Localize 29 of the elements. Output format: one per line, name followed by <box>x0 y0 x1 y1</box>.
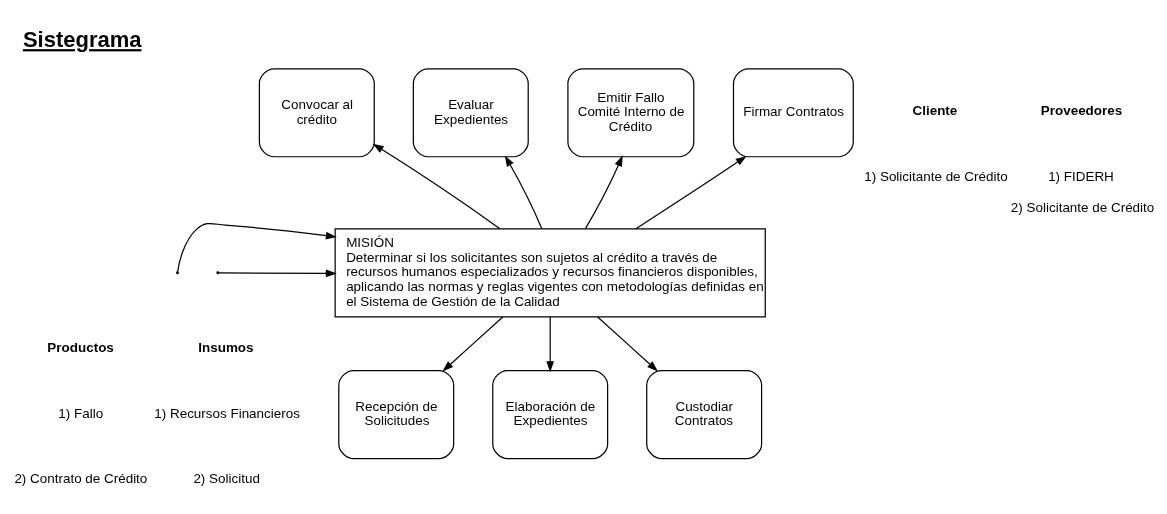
label: Insumos <box>198 339 254 355</box>
arrow <box>177 222 337 272</box>
arrow <box>442 315 504 372</box>
diagram-title: Sistegrama <box>22 26 142 52</box>
node-box: Custodiar Contratos <box>646 369 763 459</box>
arrow <box>218 269 337 277</box>
arrow <box>597 315 658 372</box>
node-box: MISIÓN Determinar si los solicitantes son sujetos al crédito a través de recursos humanos especializados y recursos financieros disponibles, aplicando las normas y reglas vigentes con metodologías definidas en el Sistema de Gestión de la Calidad <box>334 227 766 317</box>
label: 1) Solicitante de Crédito <box>864 168 1008 184</box>
label: 2) Contrato de Crédito <box>14 470 148 486</box>
node-box: Emitir Fallo Comité Interno de Crédito <box>567 67 695 157</box>
arrow <box>504 154 543 229</box>
label: 1) FIDERH <box>1048 168 1114 184</box>
label: Proveedores <box>1040 102 1123 118</box>
label: Cliente <box>912 102 958 118</box>
label: 2) Solicitud <box>193 470 260 486</box>
arrow <box>635 155 747 229</box>
label: 2) Solicitante de Crédito <box>1010 198 1155 214</box>
node-box: Evaluar Expedientes <box>412 67 529 157</box>
arrow <box>546 315 555 372</box>
label: Productos <box>47 339 114 355</box>
arrow <box>584 154 623 229</box>
label: 1) Recursos Financieros <box>154 405 300 421</box>
node-box: Recepción de Solicitudes <box>338 369 455 459</box>
node-box: Convocar al crédito <box>258 67 375 157</box>
node-box: Firmar Contratos <box>732 67 854 157</box>
node-box: Elaboración de Expedientes <box>492 369 609 459</box>
label: 1) Fallo <box>58 405 104 421</box>
arrow <box>372 143 501 229</box>
